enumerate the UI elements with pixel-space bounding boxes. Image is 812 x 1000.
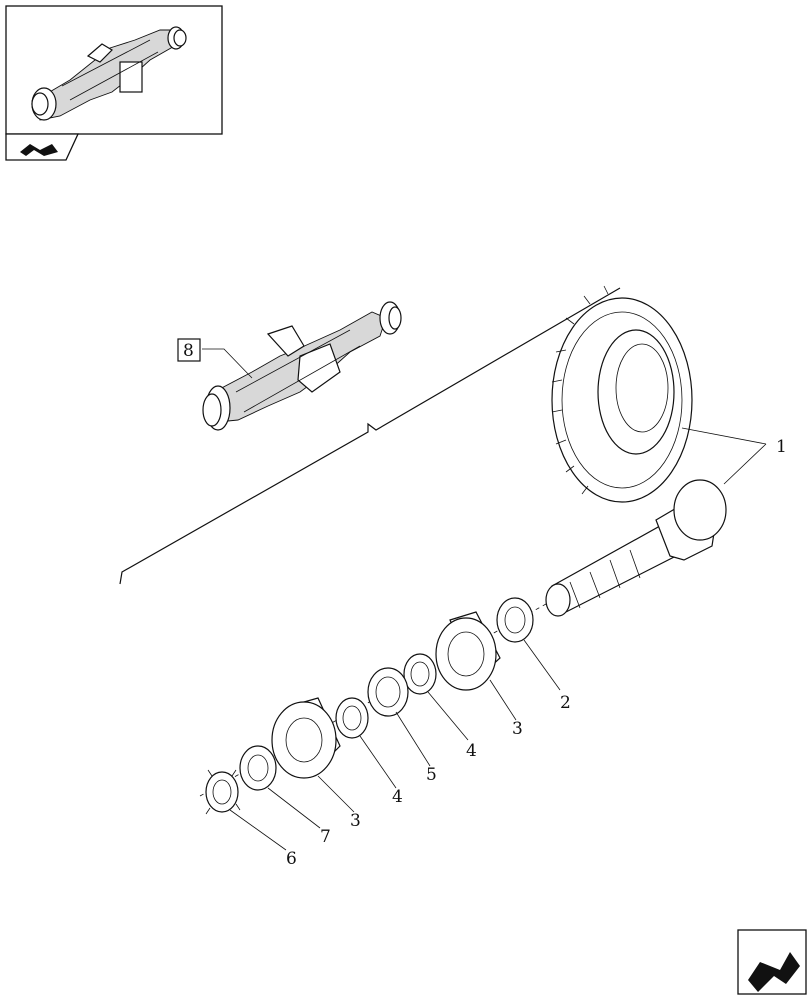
shim-2-drawing <box>496 597 534 643</box>
callout-2: 2 <box>560 693 571 713</box>
spacer-drawing <box>367 667 409 717</box>
callout-5: 5 <box>426 765 437 785</box>
thumbnail-axle-image <box>31 26 187 121</box>
ring-gear-drawing <box>551 285 693 503</box>
next-page-button[interactable] <box>737 929 807 995</box>
pinion-shaft-drawing <box>545 479 727 617</box>
arrow-icon <box>748 952 800 992</box>
washer-drawing <box>239 745 277 791</box>
callout-3-inner: 3 <box>350 811 361 831</box>
bearing-inner-drawing <box>271 697 341 779</box>
callout-8: 8 <box>183 341 194 361</box>
callout-6: 6 <box>286 849 297 869</box>
callout-4-inner: 4 <box>392 787 403 807</box>
callout-8-box[interactable]: 8 <box>177 338 201 362</box>
callout-1: 1 <box>776 437 787 457</box>
axle-assembly-drawing <box>202 301 402 431</box>
callout-3-outer: 3 <box>512 719 523 739</box>
ring-nut-drawing <box>205 769 241 815</box>
shim-inner-drawing <box>335 697 369 739</box>
assembly-break-line <box>119 287 621 585</box>
callout-7: 7 <box>320 827 331 847</box>
bearing-outer-drawing <box>435 611 501 691</box>
leader-lines <box>202 348 767 851</box>
shim-outer-drawing <box>403 653 437 695</box>
navigation-tab[interactable] <box>5 133 80 161</box>
callout-4-outer: 4 <box>466 741 477 761</box>
navigate-icon <box>20 144 58 156</box>
thumbnail-panel[interactable] <box>5 5 223 161</box>
